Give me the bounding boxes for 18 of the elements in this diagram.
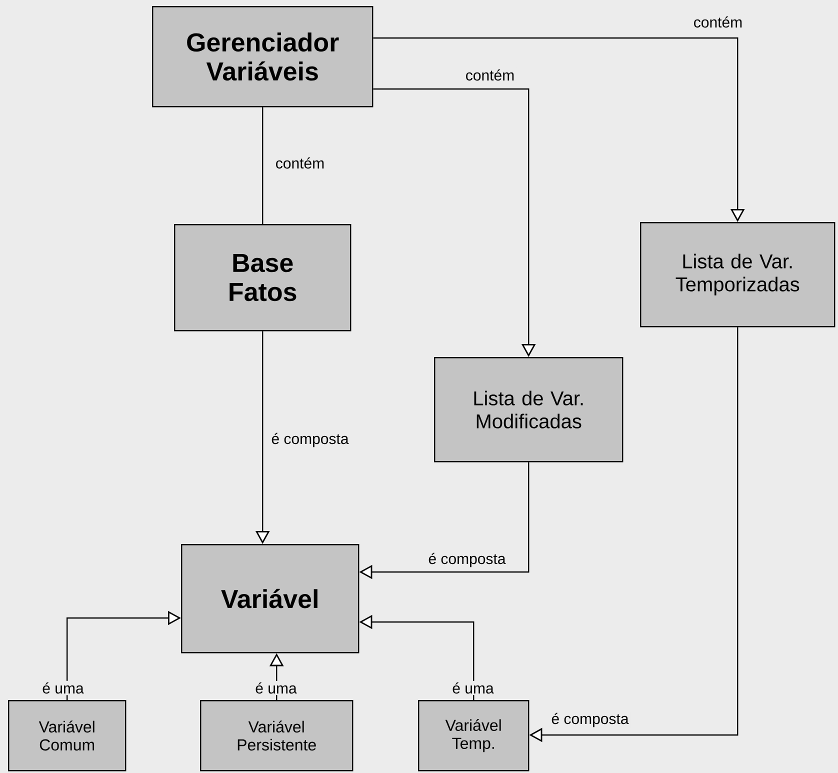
- edge-label: é uma: [254, 680, 298, 696]
- class-box: Variável: [181, 544, 360, 654]
- connector: [262, 107, 264, 224]
- edge-label: é composta: [270, 431, 350, 449]
- edge-label: é composta: [426, 551, 508, 569]
- class-box: Variável Persistente: [200, 700, 354, 772]
- edge-label: é uma: [450, 680, 496, 696]
- edge-label: é composta: [550, 711, 630, 729]
- class-box: Lista de Var. Modificadas: [434, 357, 624, 462]
- edge-label: é uma: [40, 680, 86, 696]
- class-box: Lista de Var. Temporizadas: [640, 222, 836, 328]
- edge-label: contém: [692, 14, 744, 30]
- edge-label: contém: [274, 156, 326, 170]
- class-box: Variável Temp.: [418, 700, 530, 772]
- edge-label: contém: [464, 68, 516, 82]
- class-box: Base Fatos: [174, 224, 352, 332]
- class-box: Variável Comum: [8, 700, 126, 772]
- class-box: Gerenciador Variáveis: [152, 6, 374, 108]
